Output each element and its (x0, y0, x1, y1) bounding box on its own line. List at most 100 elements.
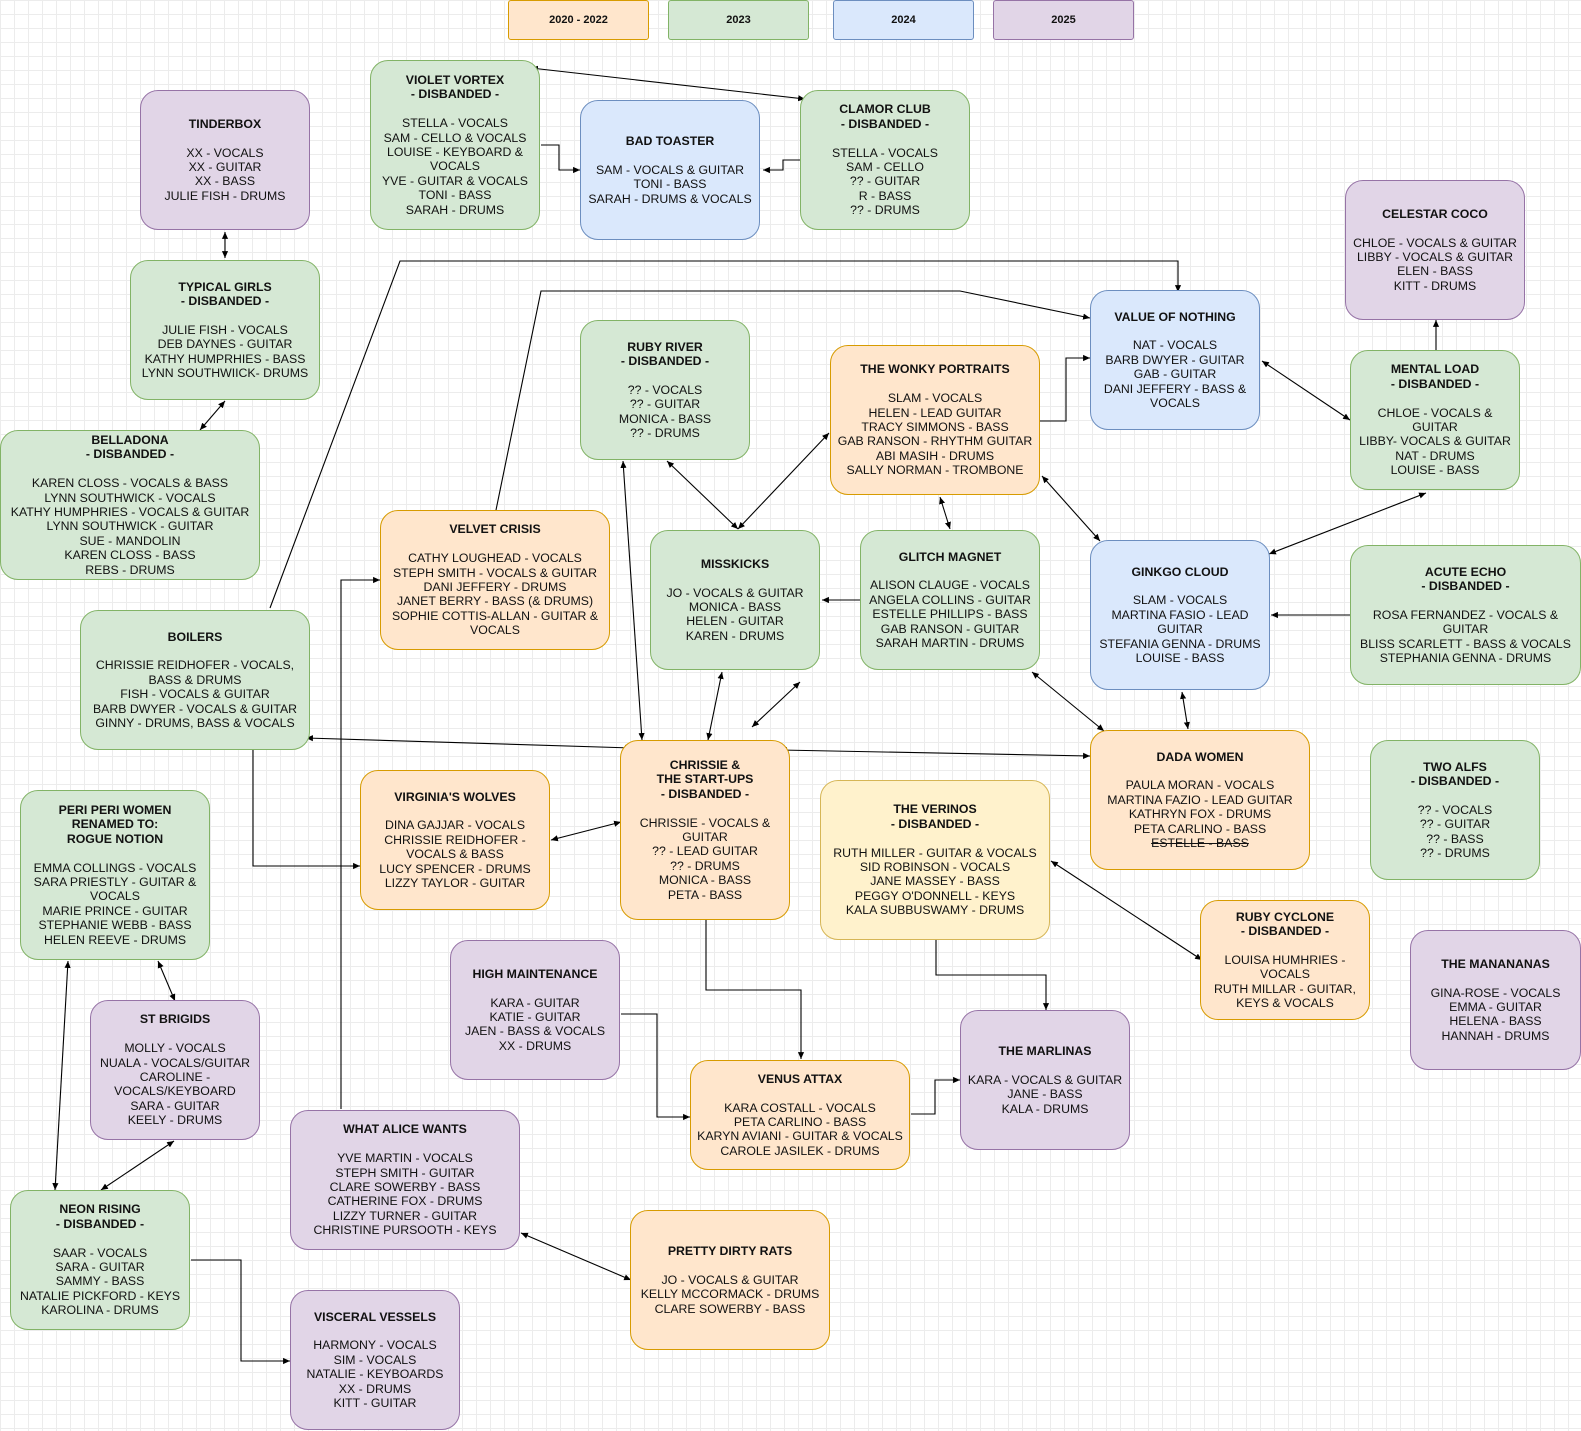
band-member: XX - VOCALS (186, 145, 264, 160)
edge-violet-vortex-clamor-club (530, 65, 806, 102)
edge-value-of-nothing-mental-load (1261, 360, 1351, 421)
band-member: BLISS SCARLETT - BASS & VOCALS (1360, 636, 1571, 651)
band-member: EMMA COLLINGS - VOCALS (33, 860, 197, 875)
band-member: KEYS & VOCALS (1236, 996, 1334, 1010)
band-member: SARAH - DRUMS & VOCALS (588, 191, 752, 206)
band-member: GINNY - DRUMS, BASS & VOCALS (95, 716, 295, 730)
band-member: STEPH SMITH - VOCALS & GUITAR (392, 565, 598, 580)
band-member: VOCALS (1150, 396, 1200, 410)
band-member: HELEN REEVE - DRUMS (43, 932, 187, 947)
band-status: - DISBANDED - (410, 87, 500, 102)
band-member: CHLOE - VOCALS & GUITAR (1377, 405, 1493, 434)
band-member: KAREN - DRUMS (685, 628, 785, 643)
edge-high-maintenance-venus (621, 1013, 690, 1121)
band-title: TINDERBOX (188, 116, 262, 131)
band-member: ?? - DRUMS (1420, 846, 1490, 860)
band-member: PETA - BASS (667, 887, 743, 902)
edge-misskicks-chrissie (706, 671, 724, 741)
band-member: ?? - LEAD GUITAR (652, 844, 758, 859)
band-member: KAREN CLOSS - BASS (64, 548, 196, 563)
band-member: BARB DWYER - GUITAR (1105, 352, 1245, 367)
edge-boilers-virginias (252, 750, 360, 870)
band-member: GAB RANSON - RHYTHM GUITAR (837, 434, 1033, 449)
band-member: MONICA - BASS (658, 873, 752, 888)
band-member: JANE MASSEY - BASS (870, 874, 1000, 889)
band-ruby-cyclone: RUBY CYCLONE- DISBANDED -LOUISA HUMHRIES… (1200, 900, 1370, 1020)
band-status: - DISBANDED - (1240, 923, 1330, 938)
band-member: XX - GUITAR (188, 159, 262, 174)
band-member: NATALIE - KEYBOARDS (306, 1367, 444, 1382)
band-member: KARYN AVIANI - GUITAR & VOCALS (697, 1129, 903, 1144)
edge-st-brigids-neon (100, 1140, 175, 1191)
band-member: ?? - DRUMS (850, 203, 920, 218)
band-member: CHRISTINE PURSOOTH - KEYS (313, 1223, 497, 1238)
legend-2023: 2023 (668, 0, 809, 40)
band-member: SAM - CELLO (846, 159, 924, 174)
band-member: XX - BASS (194, 174, 256, 189)
band-member: CHRISSIE - VOCALS & (639, 815, 771, 830)
band-member: ?? - VOCALS (1417, 802, 1493, 817)
band-member: ELEN - BASS (1397, 264, 1473, 279)
band-member: LOUISA HUMHRIES - (1224, 952, 1346, 967)
band-member: HARMONY - VOCALS (313, 1338, 437, 1353)
band-title-line: ROGUE NOTION (66, 831, 164, 846)
band-member: KARA - GUITAR (490, 995, 580, 1010)
band-title-line: RENAMED TO: (71, 817, 159, 832)
band-member: VOCALS & BASS (406, 847, 504, 862)
band-member-removed: ESTELLE - BASS (1151, 836, 1249, 850)
band-member: VOCALS (90, 889, 140, 904)
band-title: THE MARLINAS (998, 1043, 1092, 1058)
band-member: DANI JEFFERY - DRUMS (423, 579, 567, 594)
band-member: FISH - VOCALS & GUITAR (120, 687, 270, 702)
band-member: SLAM - VOCALS (1132, 593, 1228, 608)
band-member: VOCALS (430, 159, 480, 174)
band-status: - DISBANDED - (660, 786, 750, 801)
band-title: TWO ALFS (1423, 759, 1487, 774)
band-title: CLAMOR CLUB (839, 102, 931, 117)
legend-label: 2023 (726, 14, 751, 26)
band-title: BELLADONA (91, 432, 169, 447)
band-member: STEPHANIA GENNA - DRUMS (1379, 651, 1552, 665)
band-member: MOLLY - VOCALS (124, 1041, 226, 1056)
band-member: VOCALS (1260, 967, 1310, 982)
band-title: GLITCH MAGNET (898, 549, 1002, 564)
band-member: R - BASS (858, 188, 912, 203)
band-member: CLARE SOWERBY - BASS (654, 1301, 806, 1316)
band-member: SARAH - DRUMS (405, 202, 505, 217)
band-title-line: THE START-UPS (656, 772, 754, 787)
band-title: VALUE OF NOTHING (1114, 309, 1236, 324)
band-member: NAT - DRUMS (1395, 448, 1475, 463)
band-member: GUITAR (682, 829, 728, 844)
band-title: NEON RISING (59, 1202, 141, 1217)
edge-venus-marlinas (911, 1076, 960, 1115)
band-member: NAT - VOCALS (1132, 338, 1218, 353)
band-member: NATALIE PICKFORD - KEYS (19, 1288, 181, 1303)
band-member: GAB RANSON - GUITAR (880, 621, 1020, 636)
edge-boilers-chrissie (305, 735, 633, 751)
band-title: BOILERS (167, 629, 223, 644)
band-status: - DISBANDED - (620, 353, 710, 368)
band-member: SAAR - VOCALS (52, 1245, 148, 1260)
band-member: XX - DRUMS (338, 1381, 412, 1396)
band-ruby-river: RUBY RIVER- DISBANDED -?? - VOCALS?? - G… (580, 320, 750, 460)
band-member: HELEN - GUITAR (686, 614, 784, 629)
edge-violet-vortex-bad-toaster (541, 144, 580, 174)
band-status: - DISBANDED - (180, 293, 270, 308)
band-member: ROSA FERNANDEZ - VOCALS & (1372, 607, 1559, 622)
band-title: MISSKICKS (700, 556, 770, 571)
band-status: - DISBANDED - (1410, 773, 1500, 788)
edge-ruby-river-chrissie (620, 460, 645, 741)
band-member: DANI JEFFERY - BASS & (1103, 381, 1247, 396)
band-member: HELEN - LEAD GUITAR (868, 405, 1002, 420)
band-member: PETA CARLINO - BASS (733, 1114, 867, 1129)
band-member: KARA COSTALL - VOCALS (724, 1100, 876, 1115)
